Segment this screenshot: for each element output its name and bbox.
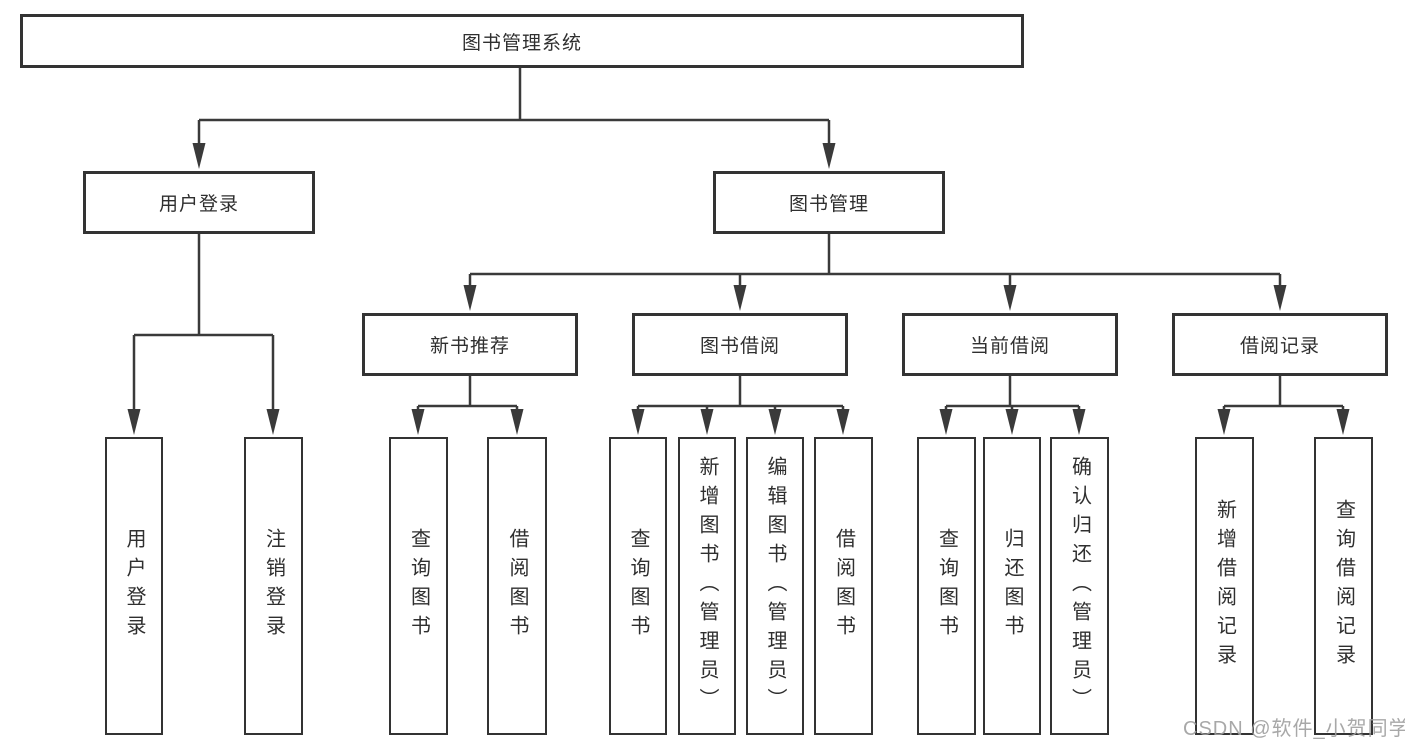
- arrowhead-icon: [768, 409, 782, 435]
- node-query-book-2: 查询图书: [609, 437, 667, 735]
- node-label-root: 图书管理系统: [461, 32, 582, 54]
- node-query-record: 查询借阅记录: [1314, 437, 1373, 735]
- node-label-book-borrow: 图书借阅: [699, 336, 780, 357]
- node-label-login: 用户登录: [123, 528, 145, 644]
- node-borrow-book-2: 借阅图书: [814, 437, 873, 735]
- node-label-add-record: 新增借阅记录: [1213, 499, 1236, 673]
- node-label-edit-book: 编辑图书（管理员）: [764, 455, 786, 717]
- node-label-add-book: 新增图书（管理员）: [696, 455, 718, 717]
- connector-path-1: [132, 234, 275, 419]
- connector-path-0: [197, 68, 831, 153]
- node-book-mgmt: 图书管理: [713, 171, 945, 234]
- arrowhead-icon: [1072, 409, 1086, 435]
- node-add-book: 新增图书（管理员）: [678, 437, 736, 735]
- connector-path-3: [416, 376, 519, 419]
- node-label-query-book-1: 查询图书: [407, 528, 430, 644]
- arrowhead-icon: [1217, 409, 1231, 435]
- node-label-current-borrow: 当前借阅: [969, 336, 1050, 357]
- node-label-return-book: 归还图书: [1001, 528, 1023, 644]
- arrowhead-icon: [411, 409, 425, 435]
- node-edit-book: 编辑图书（管理员）: [746, 437, 804, 735]
- arrowhead-icon: [463, 285, 477, 311]
- node-book-borrow: 图书借阅: [632, 313, 848, 376]
- arrowhead-icon: [822, 143, 836, 169]
- node-query-book-1: 查询图书: [389, 437, 448, 735]
- node-login: 用户登录: [105, 437, 163, 735]
- arrowhead-icon: [631, 409, 645, 435]
- arrowhead-icon: [266, 409, 280, 435]
- node-user-login: 用户登录: [83, 171, 315, 234]
- node-root: 图书管理系统: [20, 14, 1024, 68]
- node-query-book-3: 查询图书: [917, 437, 976, 735]
- node-label-book-mgmt: 图书管理: [788, 194, 869, 215]
- arrowhead-icon: [700, 409, 714, 435]
- connector-path-2: [468, 234, 1282, 295]
- arrowhead-icon: [127, 409, 141, 435]
- node-label-query-book-2: 查询图书: [627, 528, 649, 644]
- node-label-borrow-book-1: 借阅图书: [506, 528, 528, 644]
- node-current-borrow: 当前借阅: [902, 313, 1118, 376]
- node-borrow-book-1: 借阅图书: [487, 437, 547, 735]
- node-new-book-rec: 新书推荐: [362, 313, 578, 376]
- arrowhead-icon: [733, 285, 747, 311]
- node-label-confirm-return: 确认归还（管理员）: [1068, 455, 1091, 717]
- arrowhead-icon: [1003, 285, 1017, 311]
- arrowhead-icon: [510, 409, 524, 435]
- connector-path-6: [1222, 376, 1345, 419]
- node-add-record: 新增借阅记录: [1195, 437, 1254, 735]
- arrowhead-icon: [836, 409, 850, 435]
- node-label-new-book-rec: 新书推荐: [429, 336, 510, 357]
- node-label-query-book-3: 查询图书: [935, 528, 958, 644]
- node-label-borrow-book-2: 借阅图书: [832, 528, 855, 644]
- arrowhead-icon: [1005, 409, 1019, 435]
- node-label-user-login: 用户登录: [158, 194, 239, 215]
- arrowhead-icon: [1336, 409, 1350, 435]
- node-confirm-return: 确认归还（管理员）: [1050, 437, 1109, 735]
- arrowhead-icon: [192, 143, 206, 169]
- node-logout: 注销登录: [244, 437, 303, 735]
- node-label-logout: 注销登录: [262, 528, 285, 644]
- node-label-query-record: 查询借阅记录: [1332, 499, 1355, 673]
- node-return-book: 归还图书: [983, 437, 1041, 735]
- node-borrow-records: 借阅记录: [1172, 313, 1388, 376]
- node-label-borrow-records: 借阅记录: [1239, 336, 1320, 357]
- arrowhead-icon: [1273, 285, 1287, 311]
- arrowhead-icon: [939, 409, 953, 435]
